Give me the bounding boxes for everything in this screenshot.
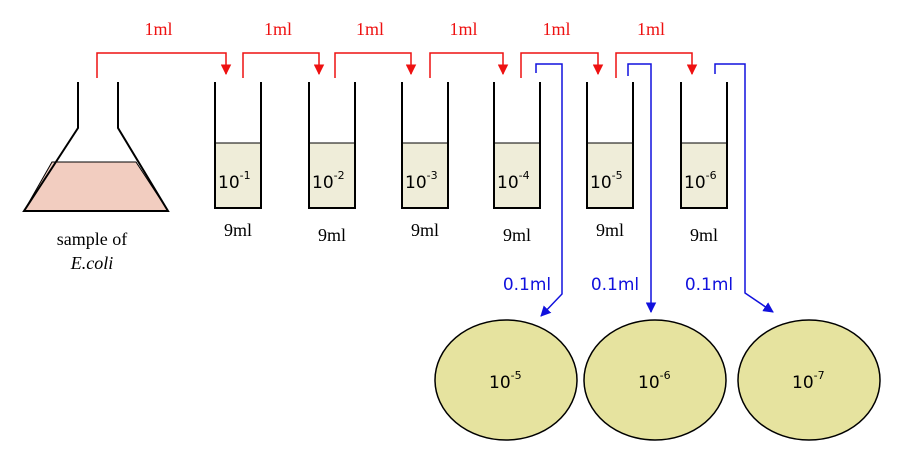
tube-dilution-label: 10-5 [590,169,623,193]
plate-dilution-label: 10-6 [638,369,671,393]
transfer-volume-label: 1ml [144,19,172,39]
agar-plate: 10-6 [583,319,727,441]
tube-volume: 9ml [690,225,718,245]
tube-dilution-base: 10 [497,173,519,193]
transfer-volume-label: 1ml [449,19,477,39]
transfer-arrow-path [96,52,232,78]
tubes: 10-19ml10-29ml10-39ml10-49ml10-59ml10-69… [214,82,728,245]
tube-outline [493,82,541,209]
plate-dilution-label: 10-7 [792,369,825,393]
plate-dilution-base: 10 [638,373,660,393]
flask-outline [22,82,170,212]
plating-arrow-path [627,63,657,314]
tube-outline [586,82,634,209]
transfer-arrow: 1ml [334,19,417,78]
plating-arrow: 0.1ml [685,63,774,313]
tube-dilution-exponent: -5 [612,169,623,182]
flask: sample of E.coli [22,82,170,273]
tube-dilution-label: 10-6 [684,169,717,193]
tube-dilution-label: 10-1 [218,169,251,193]
tube-dilution-base: 10 [590,173,612,193]
tube-outline [214,82,262,209]
plate-dilution-base: 10 [489,373,511,393]
transfer-volume-label: 1ml [637,19,665,39]
plating-arrow: 0.1ml [503,63,563,317]
tube-volume: 9ml [411,220,439,240]
tube-volume: 9ml [318,225,346,245]
transfer-arrow: 1ml [615,19,698,78]
tube-volume: 9ml [596,220,624,240]
tube-dilution-exponent: -3 [427,169,438,182]
transfer-arrow-path [615,52,698,78]
tube-dilution-exponent: -2 [334,169,345,182]
transfer-arrow: 1ml [96,19,232,78]
tube-volume: 9ml [503,225,531,245]
tube-dilution-base: 10 [218,173,240,193]
plating-arrow-path [714,63,774,313]
tube: 10-2 9ml [308,82,356,245]
transfer-arrow-path [520,52,604,78]
transfer-volume-label: 1ml [264,19,292,39]
plate-disc [583,319,727,441]
flask-caption-line1: sample of [57,229,127,249]
transfer-arrows: 1ml 1ml 1ml 1ml 1ml 1ml [96,19,698,78]
tube-dilution-label: 10-3 [405,169,438,193]
transfer-volume-label: 1ml [356,19,384,39]
tube-dilution-base: 10 [405,173,427,193]
flask-caption-line2: E.coli [70,253,114,273]
transfer-arrow: 1ml [242,19,325,78]
tube-dilution-exponent: -6 [706,169,717,182]
tube-outline [401,82,449,209]
plating-arrow-path [535,63,563,317]
plate-disc [737,319,881,441]
plate-dilution-label: 10-5 [489,369,522,393]
plating-volume-label: 0.1ml [685,275,733,295]
tube: 10-5 9ml [586,82,634,240]
tube: 10-1 9ml [214,82,262,240]
tube-dilution-label: 10-2 [312,169,345,193]
tube-dilution-exponent: -4 [519,169,530,182]
tube-dilution-label: 10-4 [497,169,530,193]
tube-volume: 9ml [224,220,252,240]
plating-volume-label: 0.1ml [503,275,551,295]
tube-dilution-exponent: -1 [240,169,251,182]
plating-volume-label: 0.1ml [591,275,639,295]
transfer-arrow: 1ml [520,19,604,78]
transfer-arrow: 1ml [429,19,509,78]
tube-liquid [308,142,356,209]
transfer-volume-label: 1ml [542,19,570,39]
tube-outline [680,82,728,209]
tube-outline [308,82,356,209]
plating-arrow: 0.1ml [591,63,657,314]
tube: 10-6 9ml [680,82,728,245]
plate-dilution-exponent: -5 [511,369,522,382]
tube-liquid [214,142,262,209]
transfer-arrow-path [429,52,509,78]
tube: 10-4 9ml [493,82,541,245]
flask-liquid [23,161,169,212]
plate-dilution-base: 10 [792,373,814,393]
transfer-arrow-path [334,52,417,78]
agar-plate: 10-5 [434,319,578,441]
tube: 10-3 9ml [401,82,449,240]
plate-dilution-exponent: -6 [660,369,671,382]
plating-arrows: 0.1ml 0.1ml 0.1ml [503,63,774,317]
plate-disc [434,319,578,441]
agar-plate: 10-7 [737,319,881,441]
tube-dilution-base: 10 [684,173,706,193]
plate-dilution-exponent: -7 [814,369,825,382]
tube-dilution-base: 10 [312,173,334,193]
transfer-arrow-path [242,52,325,78]
